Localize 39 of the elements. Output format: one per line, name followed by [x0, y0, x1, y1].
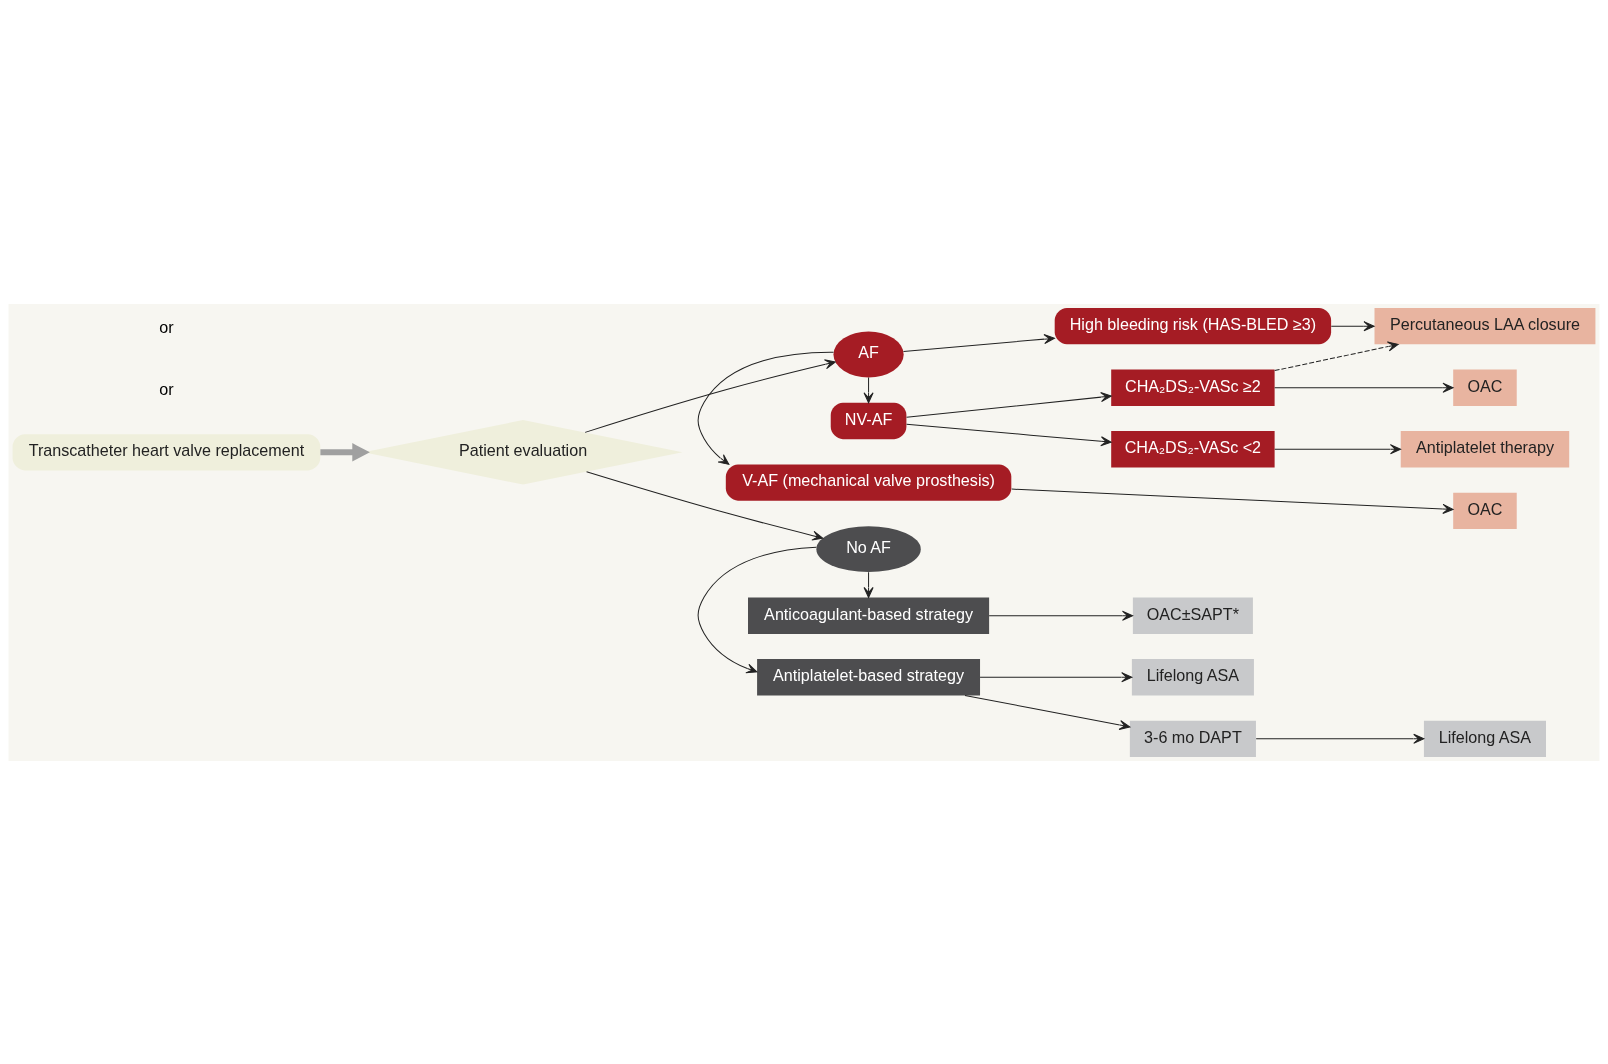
node-box: 3-6 mo DAPT	[1129, 720, 1256, 757]
node-box: Lifelong ASA	[1131, 658, 1254, 695]
arrow	[1274, 443, 1402, 454]
node-box: NV-AF	[830, 402, 907, 439]
arrow	[1255, 733, 1425, 744]
node-box: Anticoagulant-based strategy	[748, 597, 990, 634]
node-box: OAC	[1453, 492, 1517, 529]
arrow	[586, 470, 824, 541]
arrow	[863, 376, 874, 403]
node-ellipse: AF	[833, 331, 904, 377]
arrow	[584, 358, 836, 433]
arrow	[964, 694, 1131, 730]
arrow	[697, 351, 835, 465]
arrow	[1274, 341, 1399, 371]
label: or	[159, 379, 174, 398]
node-box: High bleeding risk (HAS-BLED ≥3)	[1054, 307, 1332, 344]
arrow	[906, 391, 1112, 418]
label: or	[159, 317, 174, 336]
node-box: Transcatheter heart valve replacement	[12, 433, 321, 470]
arrow	[1011, 488, 1454, 514]
arrow	[863, 571, 874, 598]
node-ellipse: No AF	[816, 525, 921, 572]
arrow	[697, 546, 817, 673]
arrow	[1330, 320, 1375, 331]
node-box: CHA₂DS₂-VASc ≥2	[1111, 369, 1275, 406]
arrow	[979, 671, 1133, 682]
arrow	[1274, 382, 1454, 393]
node-box: OAC±SAPT*	[1132, 597, 1253, 634]
node-box: OAC	[1453, 369, 1517, 406]
arrow	[988, 610, 1134, 621]
node-box: CHA₂DS₂-VASc <2	[1111, 430, 1275, 467]
node-box: Antiplatelet therapy	[1400, 430, 1570, 467]
node-box: V-AF (mechanical valve prosthesis)	[725, 463, 1012, 501]
arrow	[320, 442, 370, 462]
node-box: Percutaneous LAA closure	[1374, 307, 1596, 344]
arrow	[902, 333, 1055, 352]
node-box: Lifelong ASA	[1423, 720, 1546, 757]
arrow	[906, 423, 1112, 446]
node-box: Antiplatelet-based strategy	[757, 658, 981, 695]
